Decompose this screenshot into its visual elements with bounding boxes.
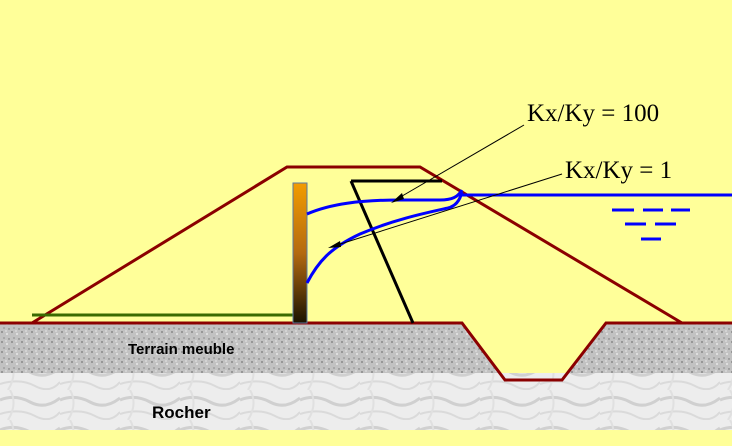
soil-layer xyxy=(0,323,732,380)
leader-arrow-kx-ky-100 xyxy=(391,124,525,203)
ground-surface-line xyxy=(0,321,732,382)
core-wall xyxy=(292,182,308,324)
label-kx-ky-100: Kx/Ky = 100 xyxy=(527,100,659,127)
phreatic-line-kx-ky-1 xyxy=(305,191,464,284)
water-level-symbol xyxy=(612,208,690,241)
leader-arrow-kx-ky-1 xyxy=(328,173,563,248)
inclined-cutoff-line xyxy=(349,179,442,324)
label-terrain-meuble: Terrain meuble xyxy=(128,341,234,358)
label-rocher: Rocher xyxy=(152,403,211,422)
rock-layer xyxy=(0,373,732,430)
label-kx-ky-1: Kx/Ky = 1 xyxy=(565,157,672,184)
dam-outline xyxy=(31,165,683,325)
